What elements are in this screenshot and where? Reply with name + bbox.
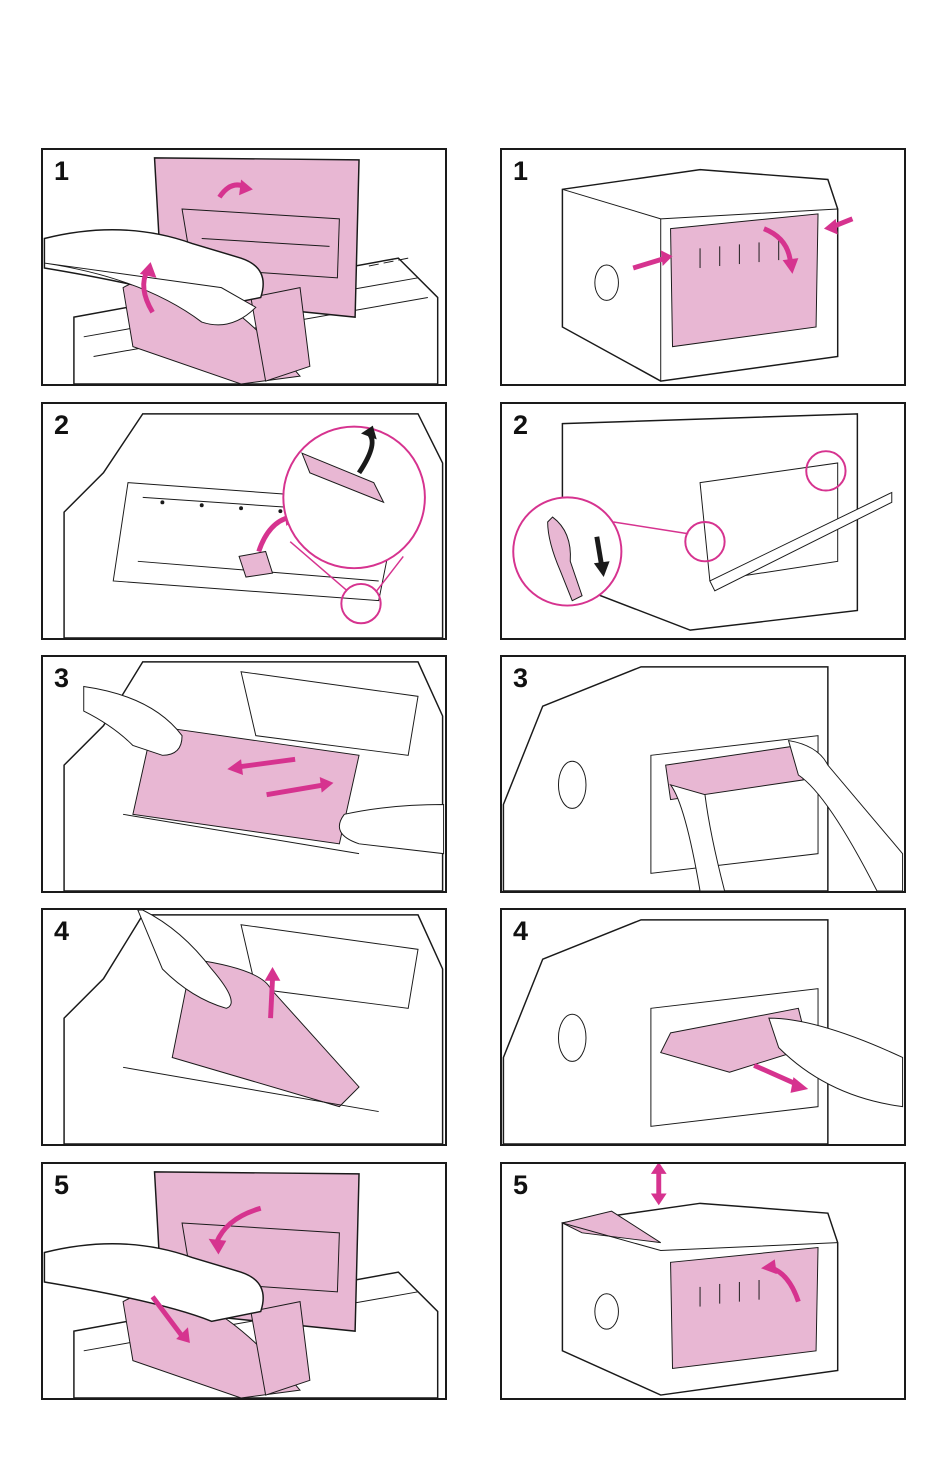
step-number: 3 xyxy=(54,665,69,692)
step-number: 3 xyxy=(513,665,528,692)
grasp-jammed-paper-illustration xyxy=(502,657,904,891)
right-step-2-panel: 2 xyxy=(500,402,906,640)
lift-registration-plate-illustration xyxy=(43,404,445,638)
step-number: 5 xyxy=(513,1172,528,1199)
release-fuser-levers-illustration xyxy=(502,404,904,638)
left-step-2-panel: 2 xyxy=(41,402,447,640)
step-number: 5 xyxy=(54,1172,69,1199)
right-step-5-panel: 5 xyxy=(500,1162,906,1400)
step-number: 4 xyxy=(513,918,528,945)
right-step-4-panel: 4 xyxy=(500,908,906,1146)
left-step-3-panel: 3 xyxy=(41,655,447,893)
pull-paper-out-rear-illustration xyxy=(502,910,904,1144)
step-number: 2 xyxy=(513,412,528,439)
step-number: 1 xyxy=(513,158,528,185)
close-rear-door-illustration xyxy=(502,1164,904,1398)
left-step-1-panel: 1 xyxy=(41,148,447,386)
right-step-3-panel: 3 xyxy=(500,655,906,893)
step-number: 1 xyxy=(54,158,69,185)
step-number: 4 xyxy=(54,918,69,945)
step-number: 2 xyxy=(54,412,69,439)
close-top-cover-illustration xyxy=(43,1164,445,1398)
left-step-4-panel: 4 xyxy=(41,908,447,1146)
open-top-cover-illustration xyxy=(43,150,445,384)
left-step-5-panel: 5 xyxy=(41,1162,447,1400)
right-step-1-panel: 1 xyxy=(500,148,906,386)
pull-paper-up-illustration xyxy=(43,910,445,1144)
open-rear-door-illustration xyxy=(502,150,904,384)
pull-paper-sideways-illustration xyxy=(43,657,445,891)
